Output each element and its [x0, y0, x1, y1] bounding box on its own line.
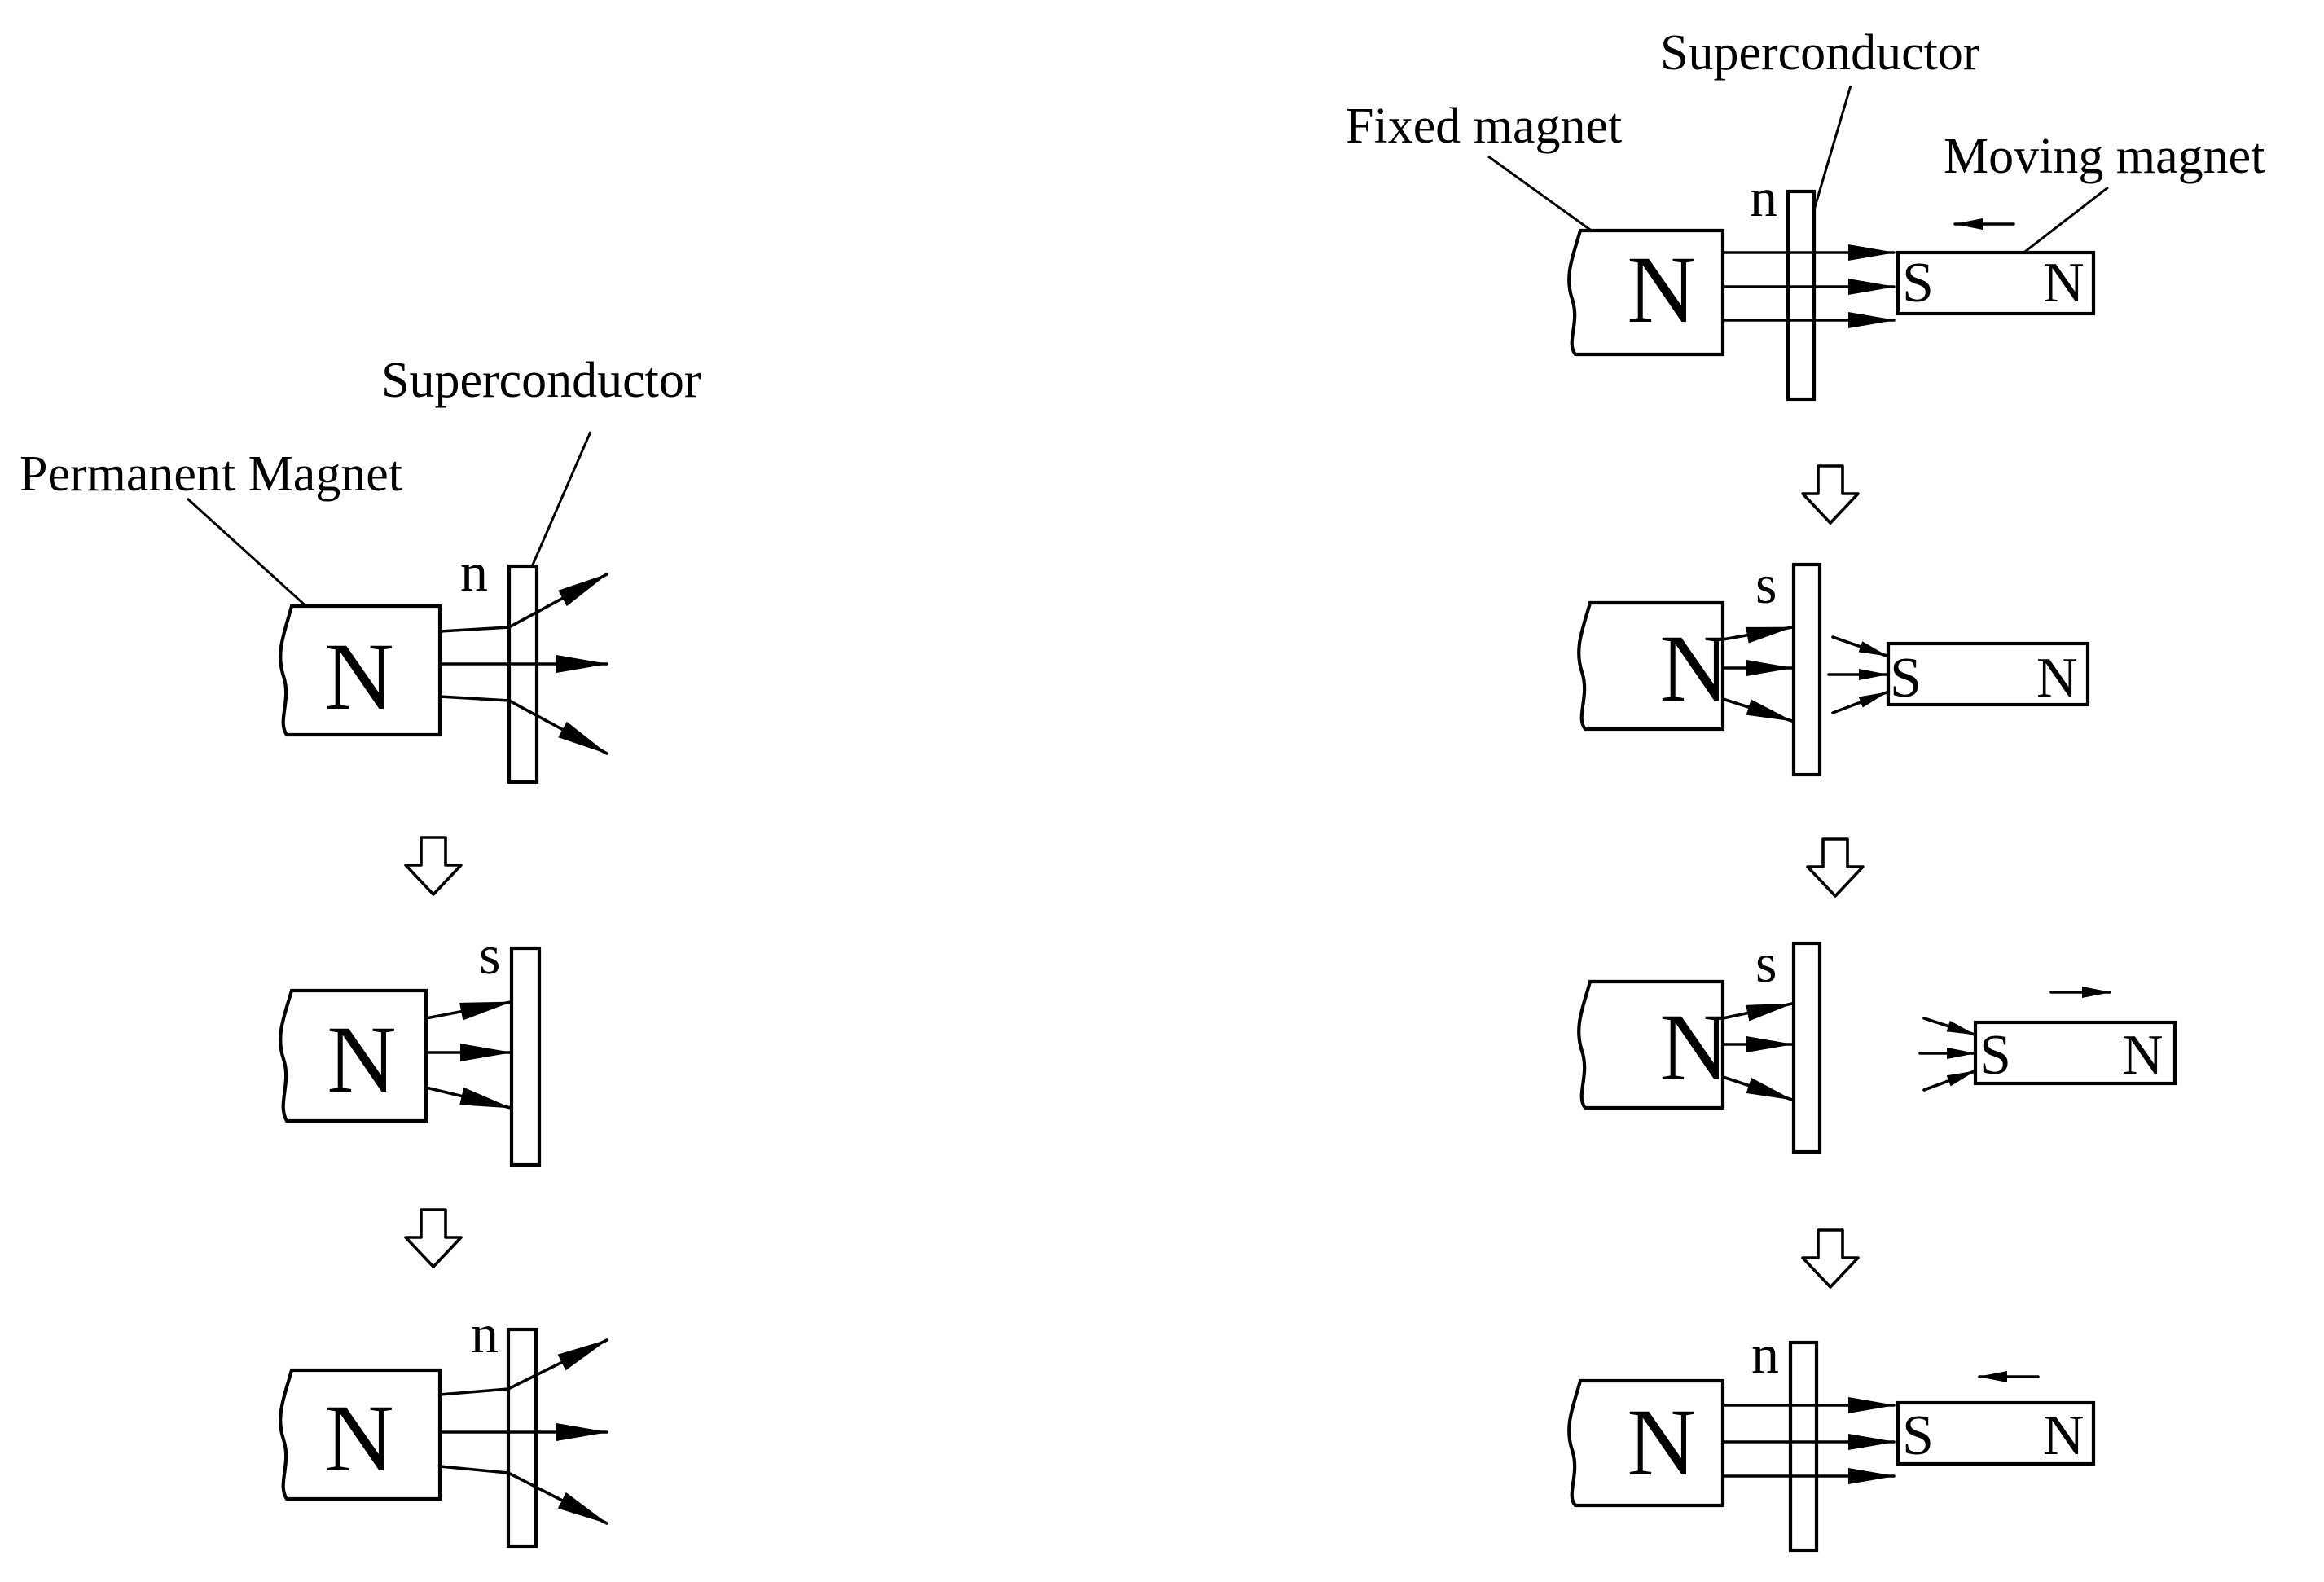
moving-magnet-s-label: S	[1979, 1024, 2011, 1087]
down-arrow-icon	[1806, 837, 1865, 898]
fixed-magnet	[1567, 228, 1725, 357]
magnet-pole-label: N	[1659, 994, 1729, 1101]
field-line-bottom	[424, 1086, 512, 1110]
field-line-in-bottom	[1922, 1070, 1976, 1092]
field-line-bottom	[1721, 697, 1794, 723]
fixed-magnet	[1567, 1378, 1725, 1508]
induced-pole-label: n	[1750, 166, 1777, 228]
right-panel: Superconductor Fixed magnet Moving magne…	[1346, 25, 2265, 1553]
moving-magnet	[1886, 641, 2090, 707]
field-line-top	[1721, 626, 1794, 644]
superconductor-plate	[1791, 562, 1822, 777]
induced-pole-label: s	[1755, 553, 1777, 615]
field-line-bottom	[438, 695, 608, 755]
down-arrow-icon	[404, 1208, 463, 1268]
induced-pole-label: n	[460, 541, 488, 603]
magnet-pole-label: N	[1627, 1389, 1696, 1496]
left-panel: Superconductor Permanent Magnet N n N s	[20, 353, 701, 1549]
left-stage-1: N n	[279, 541, 608, 784]
field-line-top	[1721, 1002, 1794, 1022]
moving-magnet-s-label: S	[1902, 1404, 1934, 1467]
left-permanent-magnet-leader	[186, 497, 319, 618]
moving-magnet-n-label: N	[2036, 647, 2078, 710]
moving-magnet-s-label: S	[1890, 647, 1922, 710]
magnet-pole-label: N	[324, 623, 393, 730]
magnet-pole-label: N	[327, 1006, 396, 1113]
induced-pole-label: s	[1755, 932, 1777, 994]
down-arrow-icon	[1801, 1228, 1860, 1289]
moving-magnet-n-label: N	[2043, 252, 2085, 314]
moving-magnet	[1973, 1020, 2177, 1086]
down-arrow-icon	[404, 836, 463, 896]
left-superconductor-label: Superconductor	[381, 353, 701, 408]
superconductor-plate	[507, 564, 539, 784]
field-line-in-top	[1831, 635, 1888, 657]
field-line-bottom	[438, 1465, 608, 1525]
permanent-magnet	[279, 988, 428, 1123]
fixed-magnet	[1577, 600, 1725, 732]
field-line-top	[438, 573, 608, 633]
magnet-pole-label: N	[1627, 236, 1696, 343]
moving-magnet-s-label: S	[1902, 252, 1934, 314]
fixed-magnet-label: Fixed magnet	[1346, 99, 1622, 154]
down-arrow-icon	[1801, 464, 1860, 525]
induced-pole-label: n	[471, 1303, 499, 1364]
moving-magnet-n-label: N	[2043, 1404, 2085, 1467]
moving-magnet	[1896, 250, 2096, 316]
right-stage-1: N n S N	[1567, 166, 2096, 402]
moving-magnet-n-label: N	[2122, 1024, 2164, 1087]
field-line-top	[438, 1338, 608, 1396]
field-line-top	[424, 1000, 512, 1021]
fixed-magnet	[1577, 979, 1725, 1110]
left-permanent-magnet-label: Permanent Magnet	[20, 446, 402, 502]
superconductor-plate	[506, 1327, 538, 1549]
right-stage-4: N n S N	[1567, 1323, 2096, 1553]
right-stage-3: N s S N	[1577, 932, 2177, 1154]
permanent-magnet	[279, 1368, 442, 1501]
right-stage-2: N s S N	[1577, 553, 2090, 777]
permanent-magnet	[279, 604, 442, 737]
magnet-pole-label: N	[1659, 615, 1729, 722]
superconductor-plate	[1788, 1340, 1819, 1553]
field-line-in-top	[1922, 1017, 1976, 1036]
superconductor-plate	[509, 946, 542, 1167]
superconductor-plate	[1791, 941, 1822, 1154]
induced-pole-label: s	[479, 924, 500, 986]
induced-pole-label: n	[1751, 1323, 1779, 1385]
left-stage-2: N s	[279, 924, 542, 1167]
moving-magnet	[1896, 1400, 2096, 1466]
right-superconductor-label: Superconductor	[1660, 25, 1980, 81]
superconductor-plate	[1786, 189, 1817, 402]
magnet-pole-label: N	[324, 1385, 393, 1492]
field-line-in-bottom	[1831, 691, 1888, 714]
moving-magnet-label: Moving magnet	[1944, 129, 2265, 184]
field-line-bottom	[1721, 1075, 1794, 1101]
left-stage-3: N n	[279, 1303, 608, 1549]
